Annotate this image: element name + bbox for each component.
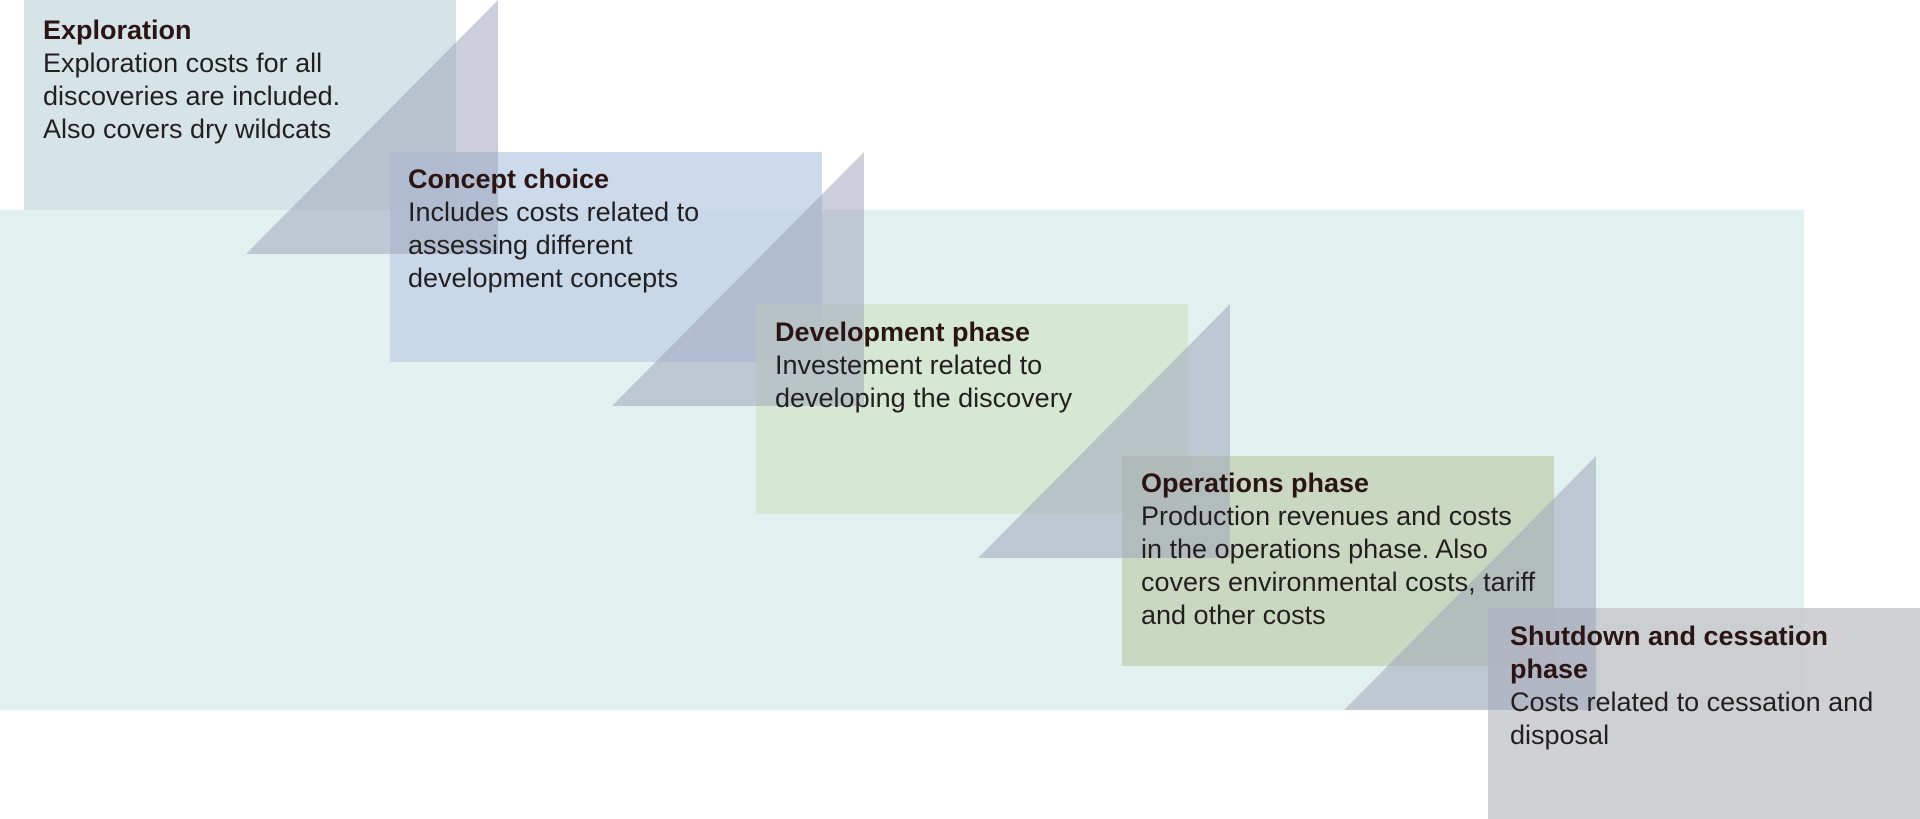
shutdown-title: Shutdown and cessation phase (1510, 621, 1829, 684)
operations-description: Production revenues and costs in the ope… (1141, 501, 1536, 630)
shutdown-text: Shutdown and cessation phase Costs relat… (1510, 620, 1920, 752)
operations-title: Operations phase (1141, 468, 1370, 498)
connector-arrow-development-operations (978, 304, 1230, 558)
exploration-title: Exploration (43, 15, 192, 45)
development-title: Development phase (775, 317, 1031, 347)
concept-choice-text: Concept choice Includes costs related to… (408, 163, 828, 295)
development-text: Development phase Investement related to… (775, 316, 1195, 415)
exploration-description: Exploration costs for all discoveries ar… (43, 48, 341, 144)
concept-choice-description: Includes costs related to assessing diff… (408, 197, 700, 293)
operations-text: Operations phase Production revenues and… (1141, 467, 1561, 632)
development-description: Investement related to developing the di… (775, 350, 1073, 413)
exploration-text: Exploration Exploration costs for all di… (43, 14, 463, 146)
concept-choice-title: Concept choice (408, 164, 610, 194)
connector-arrow-concept-development (612, 152, 864, 406)
shutdown-description: Costs related to cessation and disposal (1510, 687, 1874, 750)
connector-arrow-exploration-concept (246, 0, 498, 254)
connector-arrow-operations-shutdown (1344, 456, 1596, 710)
